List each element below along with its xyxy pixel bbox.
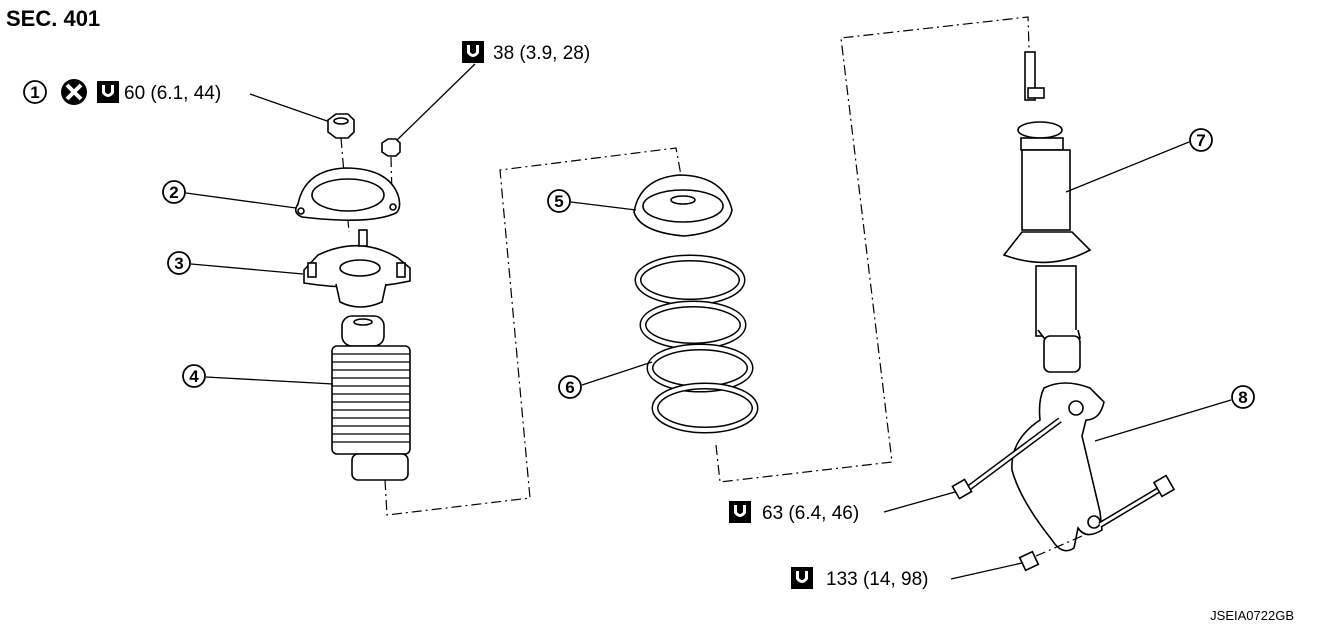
torque-wrench-icon bbox=[729, 501, 751, 523]
svg-text:3: 3 bbox=[174, 254, 183, 273]
fork-lower-bolt bbox=[1098, 474, 1176, 528]
callout-2: 2 bbox=[162, 180, 186, 204]
torque-wrench-icon bbox=[97, 81, 119, 103]
do-not-reuse-icon bbox=[61, 79, 87, 105]
callout-5: 5 bbox=[547, 189, 571, 213]
svg-text:7: 7 bbox=[1196, 131, 1205, 150]
callout-6: 6 bbox=[558, 375, 582, 399]
svg-text:8: 8 bbox=[1238, 388, 1247, 407]
strut-fork bbox=[1011, 382, 1105, 552]
torque-upper-nut: 60 (6.1, 44) bbox=[124, 83, 221, 104]
torque-wrench-icon bbox=[462, 41, 484, 63]
torque-fork-lower-nut: 133 (14, 98) bbox=[826, 569, 928, 590]
figure-code: JSEIA0722GB bbox=[1210, 608, 1294, 623]
fork-lower-nut bbox=[1018, 550, 1040, 572]
section-label: SEC. 401 bbox=[6, 6, 100, 31]
callout-7: 7 bbox=[1189, 128, 1213, 152]
torque-mount-nut: 38 (3.9, 28) bbox=[493, 43, 590, 64]
callout-8: 8 bbox=[1231, 385, 1255, 409]
shock-absorber bbox=[1002, 51, 1092, 373]
callout-3: 3 bbox=[167, 251, 191, 275]
fork-upper-bolt bbox=[951, 417, 1062, 500]
svg-text:1: 1 bbox=[30, 83, 39, 102]
svg-text:4: 4 bbox=[189, 367, 199, 386]
svg-text:5: 5 bbox=[554, 192, 563, 211]
callout-1: 1 bbox=[23, 80, 47, 104]
upper-nut bbox=[327, 113, 355, 139]
svg-text:6: 6 bbox=[565, 378, 574, 397]
mount-plate bbox=[294, 167, 401, 221]
torque-fork-bolt: 63 (6.4, 46) bbox=[762, 503, 859, 524]
svg-text:2: 2 bbox=[169, 183, 178, 202]
callout-4: 4 bbox=[182, 364, 206, 388]
coil-spring bbox=[634, 254, 759, 434]
mount-nut bbox=[381, 138, 401, 157]
strut-mount bbox=[303, 229, 411, 308]
torque-wrench-icon bbox=[791, 567, 813, 589]
spring-seat bbox=[633, 174, 733, 237]
dust-boot bbox=[331, 315, 411, 481]
